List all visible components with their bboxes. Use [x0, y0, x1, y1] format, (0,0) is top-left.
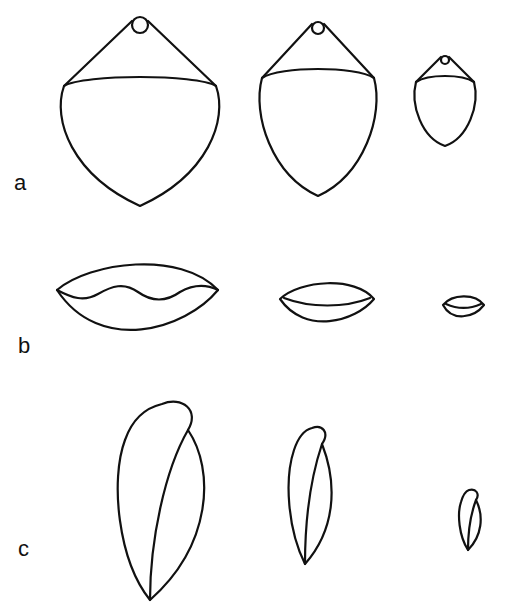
shell-dorsal-medium	[259, 22, 376, 196]
row-label: a	[14, 172, 26, 194]
shell-dorsal-large	[61, 17, 220, 206]
shell-dorsal-small	[414, 56, 475, 146]
shell-anterior-large	[57, 264, 218, 330]
row-label: b	[18, 335, 30, 357]
row-label: c	[18, 538, 29, 560]
shell-lateral-medium	[289, 427, 332, 564]
shell-anterior-small	[443, 296, 484, 316]
shell-lateral-small	[459, 490, 481, 550]
shell-lateral-large	[118, 402, 204, 600]
shell-anterior-medium	[280, 283, 374, 321]
